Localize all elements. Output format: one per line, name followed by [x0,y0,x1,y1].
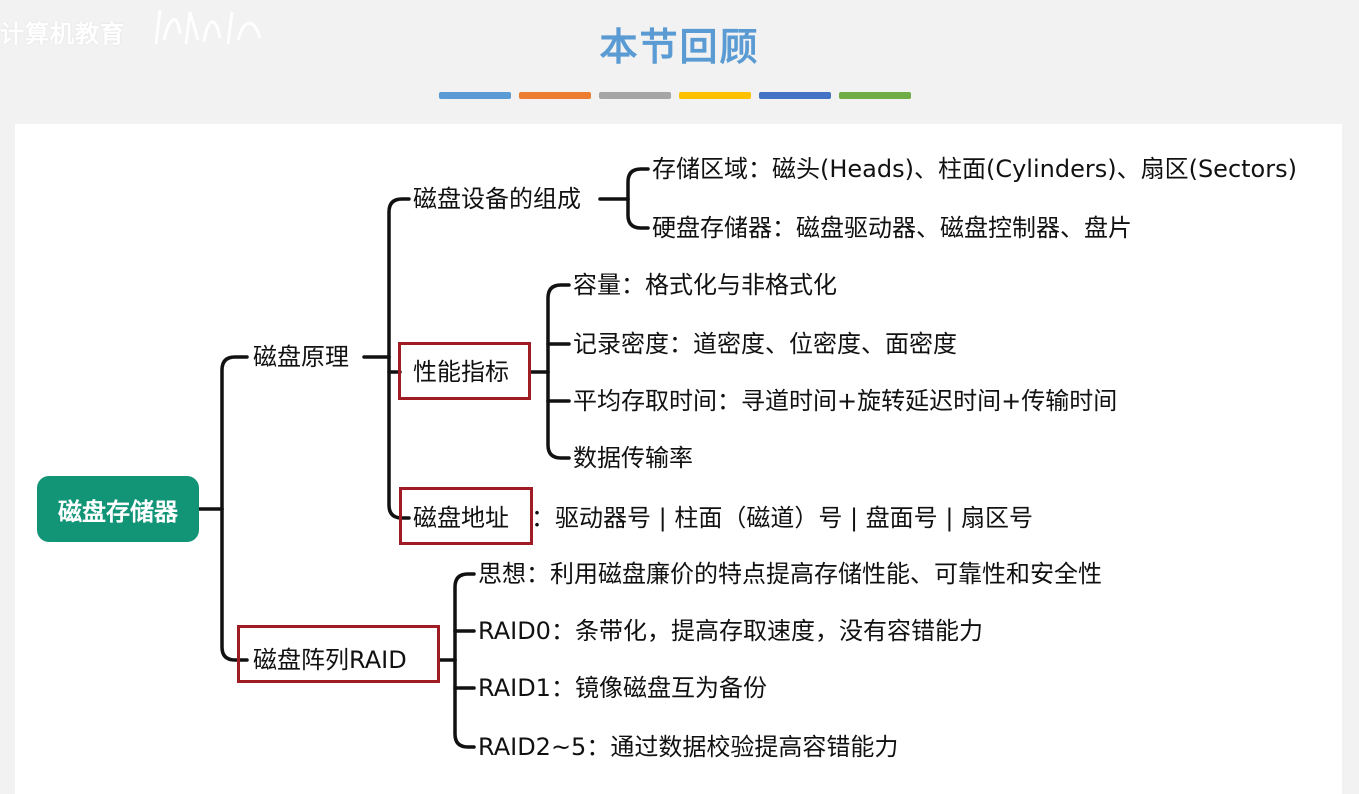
color-bar-3 [599,92,671,99]
leaf-raid1: RAID1：镜像磁盘互为备份 [478,674,767,702]
raid-highlight-box [237,625,440,683]
root-node: 磁盘存储器 [37,476,199,542]
leaf-avg-access-time: 平均存取时间：寻道时间+旋转延迟时间+传输时间 [573,387,1118,415]
page-title: 本节回顾 [599,25,760,69]
title-color-bars [439,92,911,99]
node-performance: 性能指标 [413,358,509,386]
leaf-raid-idea: 思想：利用磁盘廉价的特点提高存储性能、可靠性和安全性 [478,560,1102,588]
leaf-recording-density: 记录密度：道密度、位密度、面密度 [573,330,957,358]
leaf-hard-disk: 硬盘存储器：磁盘驱动器、磁盘控制器、盘片 [652,214,1132,242]
color-bar-6 [839,92,911,99]
address-content: ：驱动器号 | 柱面（磁道）号 | 盘面号 | 扇区号 [531,504,1034,532]
node-address: 磁盘地址 [413,504,509,532]
leaf-raid2-5: RAID2~5：通过数据校验提高容错能力 [478,733,899,761]
watermark-signature [154,9,262,45]
color-bar-5 [759,92,831,99]
node-disk-principle: 磁盘原理 [253,343,349,371]
leaf-raid0: RAID0：条带化，提高存取速度，没有容错能力 [478,617,983,645]
performance-highlight-box [398,342,531,400]
node-raid: 磁盘阵列RAID [253,646,407,674]
address-highlight-box [399,487,533,545]
color-bar-1 [439,92,511,99]
leaf-capacity: 容量：格式化与非格式化 [573,271,837,299]
mindmap-panel [15,124,1342,794]
color-bar-4 [679,92,751,99]
watermark-text: 计算机教育 [0,20,125,48]
node-composition: 磁盘设备的组成 [413,185,581,213]
color-bar-2 [519,92,591,99]
leaf-transfer-rate: 数据传输率 [573,444,693,472]
leaf-storage-area: 存储区域：磁头(Heads)、柱面(Cylinders)、扇区(Sectors) [652,155,1297,183]
